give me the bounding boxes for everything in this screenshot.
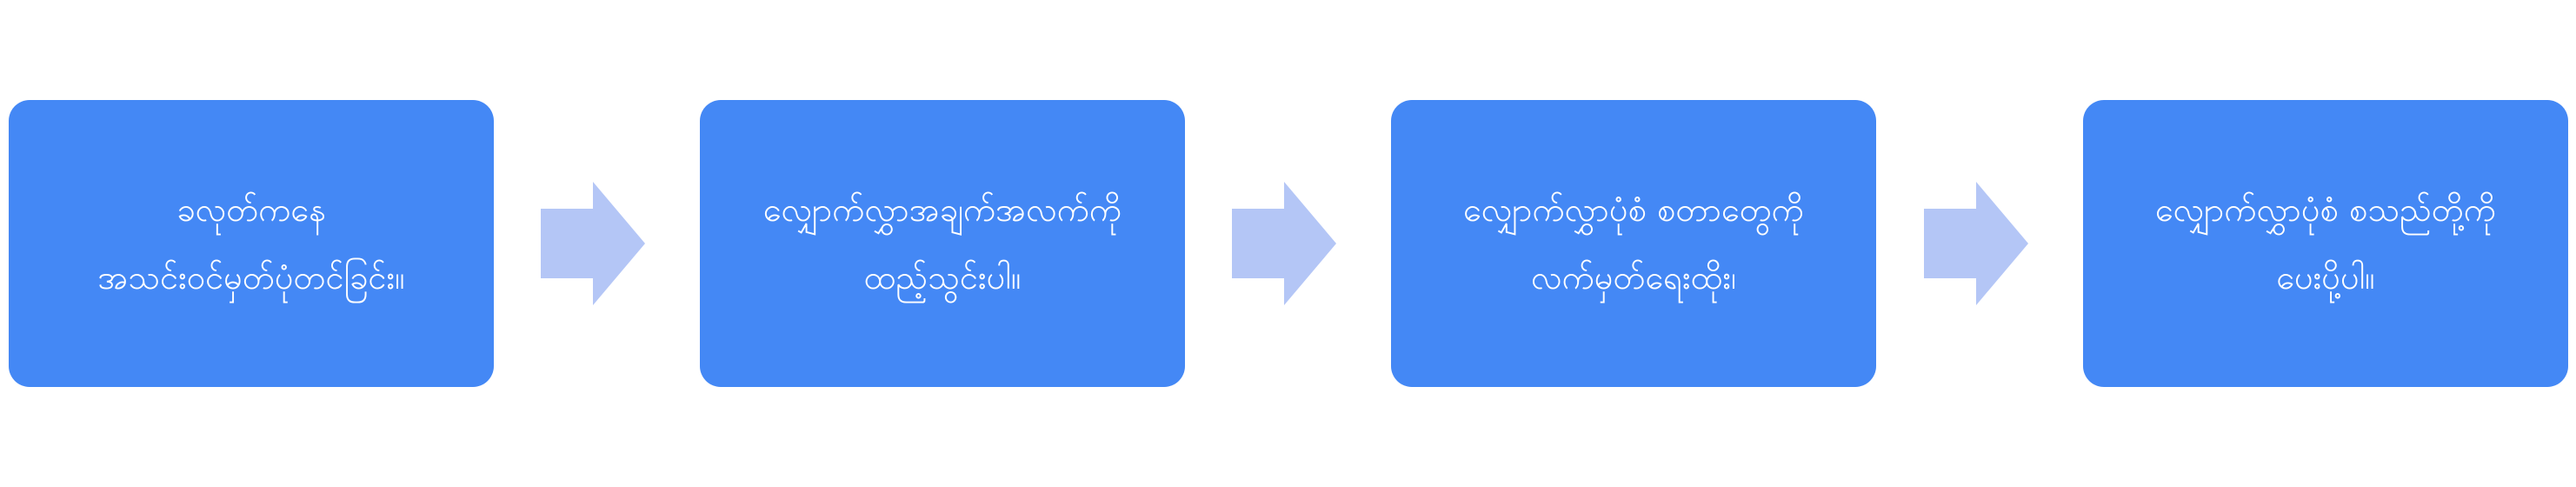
right-arrow-icon — [1232, 182, 1336, 305]
step-box-3: လျှောက်လွှာပုံစံ စတာတွေကို လက်မှတ်ရေးထို… — [1391, 100, 1876, 387]
step-box-2: လျှောက်လွှာအချက်အလက်ကို ထည့်သွင်းပါ။ — [700, 100, 1185, 387]
step-2-line-1: လျှောက်လွှာအချက်အလက်ကို — [762, 190, 1122, 229]
right-arrow-icon — [1924, 182, 2028, 305]
step-2-line-2: ထည့်သွင်းပါ။ — [863, 258, 1022, 297]
step-4-line-2: ပေးပို့ပါ။ — [2276, 258, 2375, 297]
step-box-4: လျှောက်လွှာပုံစံ စသည်တို့ကို ပေးပို့ပါ။ — [2083, 100, 2568, 387]
step-4-line-1: လျှောက်လွှာပုံစံ စသည်တို့ကို — [2155, 190, 2496, 229]
step-1-line-1: ခလုတ်ကနေ — [176, 190, 326, 229]
step-box-1: ခလုတ်ကနေ အသင်းဝင်မှတ်ပုံတင်ခြင်း။ — [9, 100, 494, 387]
step-1-line-2: အသင်းဝင်မှတ်ပုံတင်ခြင်း။ — [97, 258, 405, 297]
right-arrow-icon — [541, 182, 645, 305]
step-3-line-2: လက်မှတ်ရေးထိုး၊ — [1530, 258, 1736, 297]
step-3-line-1: လျှောက်လွှာပုံစံ စတာတွေကို — [1463, 190, 1804, 229]
